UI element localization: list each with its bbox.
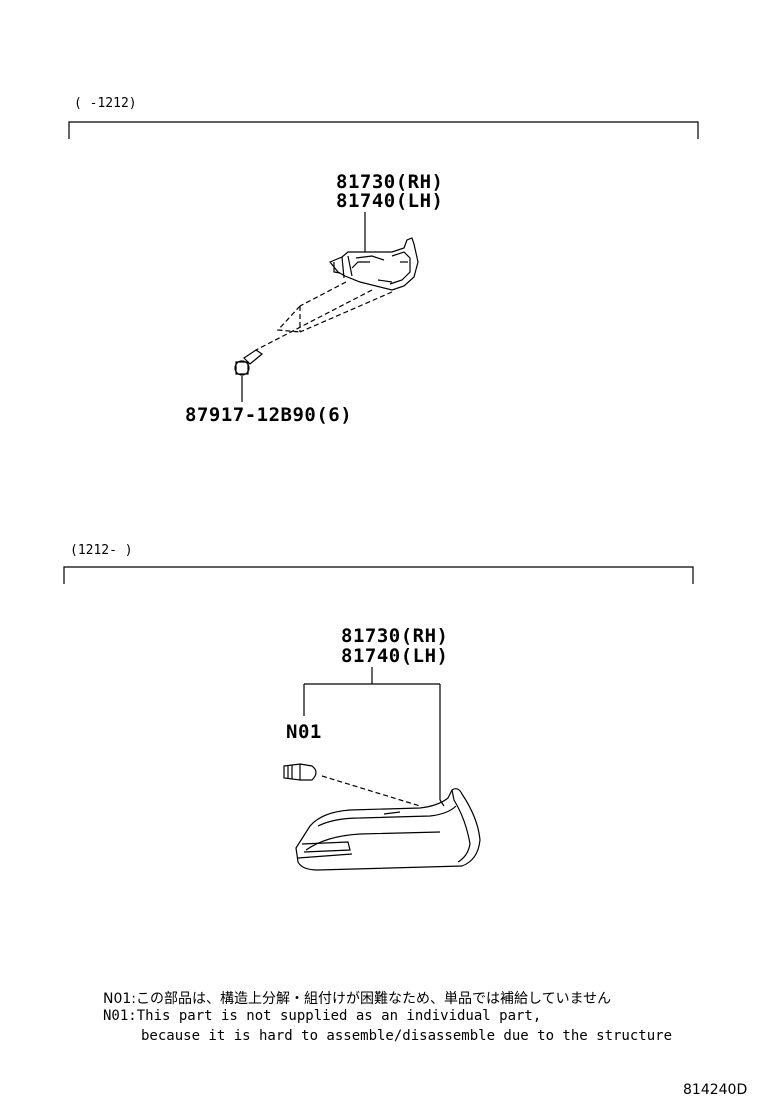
side-lamp-upper-drawing: [329, 237, 419, 291]
section-2-part-lh[interactable]: 81740(LH): [341, 645, 449, 667]
section-2-bracket: [63, 566, 694, 584]
section-1-part-lh[interactable]: 81740(LH): [336, 190, 444, 212]
diagram-code: 814240D: [683, 1082, 748, 1098]
side-lamp-lower-drawing: [295, 788, 481, 871]
section-2-part-rh[interactable]: 81730(RH): [341, 625, 449, 647]
section-2-note-code[interactable]: N01: [286, 721, 322, 743]
bolt-drawing: [234, 349, 264, 402]
note-english-1: N01:This part is not supplied as an indi…: [103, 1008, 542, 1024]
section-1-bracket: [68, 121, 699, 139]
section-1-fastener[interactable]: 87917-12B90(6): [185, 404, 353, 426]
note-japanese: N01:この部品は、構造上分解・組付けが困難なため、単品では補給していません: [103, 991, 612, 1007]
section-1-part-rh[interactable]: 81730(RH): [336, 171, 444, 193]
section-1-range: ( -1212): [74, 96, 137, 111]
bulb-drawing: [283, 763, 317, 781]
note-english-2: because it is hard to assemble/disassemb…: [141, 1028, 673, 1044]
section-2-range: (1212- ): [70, 543, 133, 558]
